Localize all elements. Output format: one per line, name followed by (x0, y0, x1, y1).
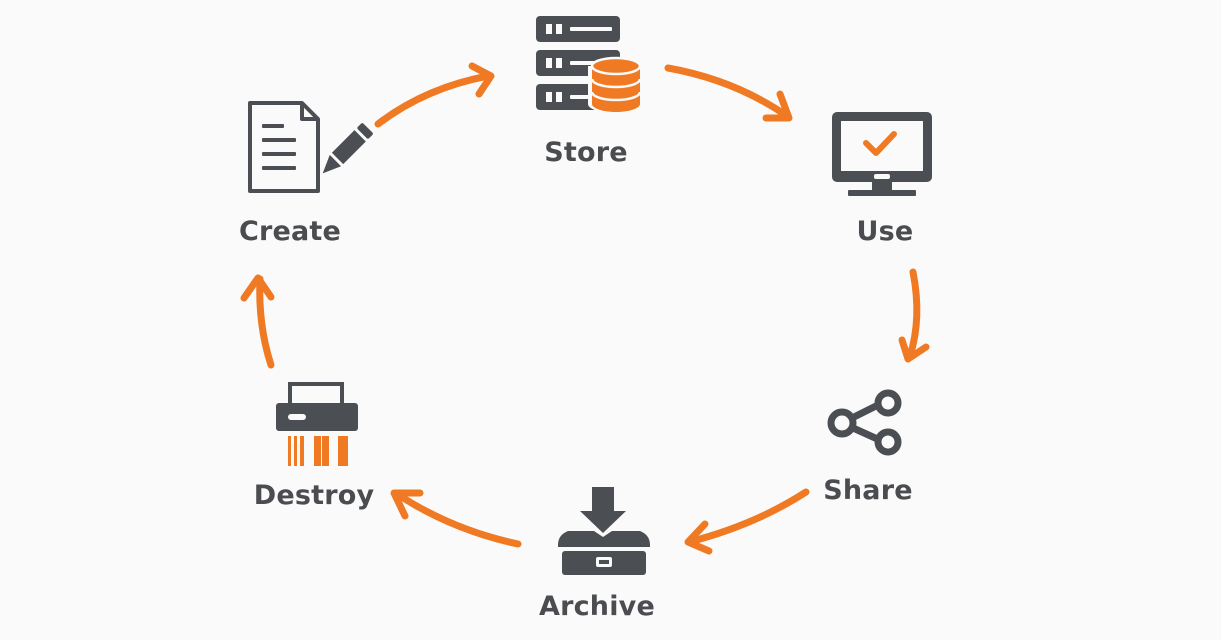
arrow-store-to-use (664, 64, 793, 122)
arrow-share-to-archive (684, 488, 810, 555)
stage-label-use: Use (856, 216, 914, 247)
stage-label-archive: Archive (538, 591, 656, 622)
server-database-icon (536, 16, 642, 113)
monitor-checkmark-icon (832, 112, 932, 196)
shredder-icon (276, 382, 358, 466)
arrow-destroy-to-create (240, 274, 275, 369)
archive-box-icon (558, 487, 650, 575)
stage-label-destroy: Destroy (253, 480, 375, 511)
arrow-use-to-share (898, 268, 930, 363)
stage-label-create: Create (238, 216, 342, 247)
share-icon (827, 389, 902, 456)
stage-label-store: Store (544, 137, 628, 168)
stage-label-share: Share (823, 475, 913, 506)
document-pencil-icon (248, 101, 378, 193)
arrow-create-to-store (374, 62, 495, 128)
arrow-archive-to-destroy (390, 489, 522, 548)
